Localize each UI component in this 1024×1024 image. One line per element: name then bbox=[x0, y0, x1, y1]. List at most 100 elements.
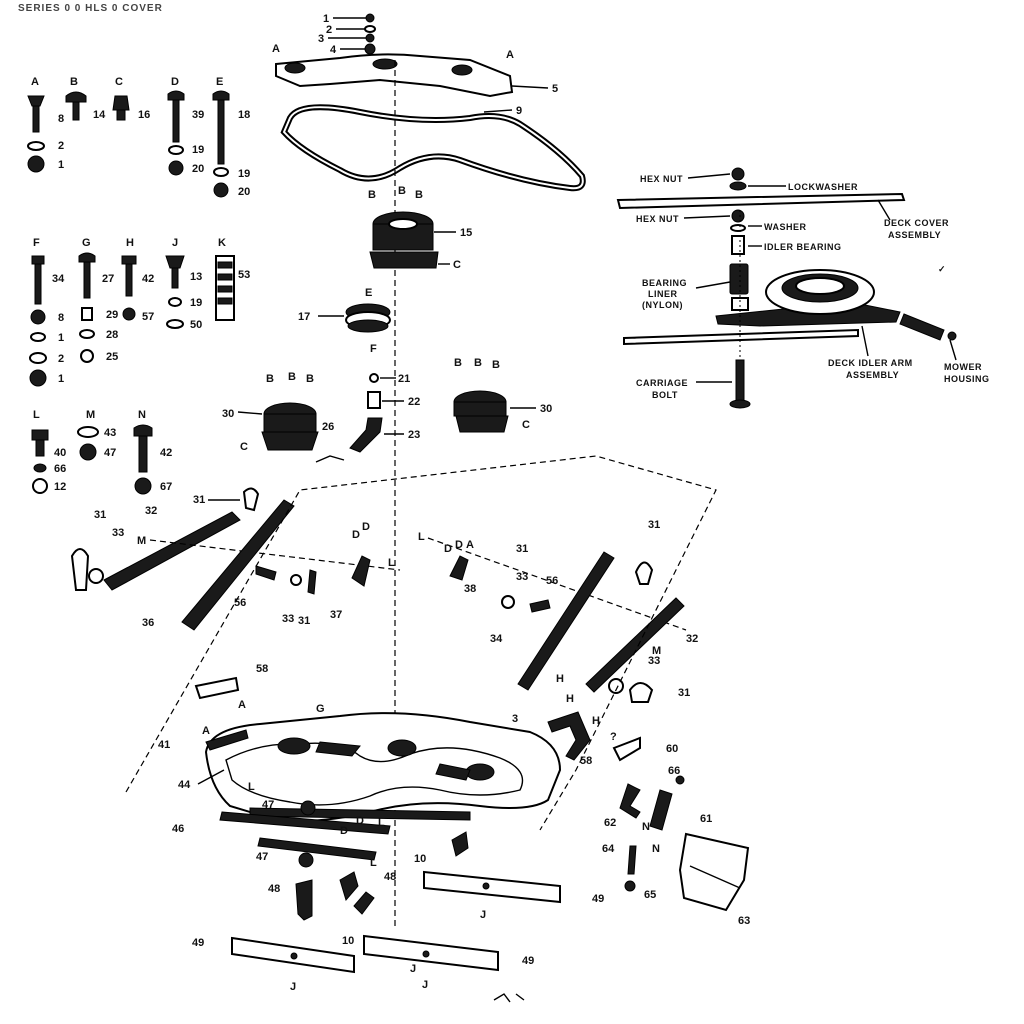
right-linkage: L D D A 38 31 33 56 34 32 M 31 33 31 H H… bbox=[418, 519, 698, 767]
mower-deck-shell bbox=[204, 712, 562, 822]
callout-34: 34 bbox=[490, 633, 503, 645]
inset-carriage-bolt-2: BOLT bbox=[652, 390, 678, 400]
washer-icon bbox=[77, 426, 99, 438]
washer-icon bbox=[29, 352, 47, 364]
callout-48: 48 bbox=[384, 871, 396, 883]
callout-j: J bbox=[480, 909, 486, 921]
deck-outline bbox=[125, 455, 717, 831]
nut-icon bbox=[29, 369, 47, 387]
callout-49: 49 bbox=[192, 937, 204, 949]
callout-h: H bbox=[592, 715, 600, 727]
leader-line bbox=[695, 281, 731, 289]
key-num-67: 67 bbox=[160, 481, 172, 493]
washer-icon bbox=[166, 319, 184, 329]
callout-2: 2 bbox=[326, 24, 332, 36]
callout-22: 22 bbox=[408, 396, 420, 408]
leader-line bbox=[687, 173, 731, 179]
inset-bearing-liner-3: (NYLON) bbox=[642, 300, 683, 310]
callout-b: B bbox=[492, 359, 500, 371]
pulley-15-body bbox=[372, 223, 434, 251]
callout-h: H bbox=[556, 673, 564, 685]
bracket-37 bbox=[351, 555, 371, 587]
washer-icon bbox=[27, 141, 45, 151]
key-num-42: 42 bbox=[142, 273, 154, 285]
callout-32: 32 bbox=[145, 505, 157, 517]
callout-31: 31 bbox=[678, 687, 690, 699]
idler-spring bbox=[899, 313, 945, 341]
key-num-66: 66 bbox=[54, 463, 66, 475]
key-num-20b: 20 bbox=[238, 186, 250, 198]
deck-cover-bar bbox=[616, 192, 906, 210]
key-num-13: 13 bbox=[190, 271, 202, 283]
callout-31: 31 bbox=[648, 519, 660, 531]
bracket-38 bbox=[449, 555, 469, 581]
callout-48: 48 bbox=[268, 883, 280, 895]
key-num-50: 50 bbox=[190, 319, 202, 331]
idler-stack: F 21 22 23 26 bbox=[315, 343, 420, 463]
callout-j: J bbox=[410, 963, 416, 975]
link-rod-32 bbox=[103, 511, 241, 591]
callout-41: 41 bbox=[158, 739, 170, 751]
bolt-n-icon bbox=[133, 424, 153, 473]
callout-b: B bbox=[454, 357, 462, 369]
callout-l: L bbox=[418, 531, 425, 543]
key-num-19c: 19 bbox=[190, 297, 202, 309]
nut-47 bbox=[300, 800, 316, 816]
callout-n: N bbox=[642, 821, 650, 833]
callout-60-h: ? bbox=[610, 731, 617, 743]
callout-44: 44 bbox=[178, 779, 191, 791]
idler-bearing-icon bbox=[731, 235, 745, 255]
callout-56: 56 bbox=[546, 575, 558, 587]
deck-bracket bbox=[315, 741, 361, 757]
nut-icon bbox=[365, 33, 375, 43]
leader-line bbox=[861, 325, 869, 357]
callout-31: 31 bbox=[94, 509, 106, 521]
key-num-43: 43 bbox=[104, 427, 116, 439]
link-rod-36 bbox=[181, 499, 295, 631]
rod-46 bbox=[219, 811, 391, 835]
key-letter-d: D bbox=[171, 76, 179, 88]
nut-47 bbox=[298, 852, 314, 868]
key-letter-c: C bbox=[115, 76, 123, 88]
scan-mark bbox=[493, 993, 525, 1003]
leader-line bbox=[683, 215, 731, 219]
bolt-c-icon bbox=[112, 95, 130, 121]
callout-49: 49 bbox=[592, 893, 604, 905]
callout-d: D bbox=[455, 539, 463, 551]
callout-30: 30 bbox=[222, 408, 234, 420]
nut-icon bbox=[27, 155, 45, 173]
callout-63: 63 bbox=[738, 915, 750, 927]
callout-4: 4 bbox=[330, 44, 337, 56]
bolt-g-icon bbox=[78, 252, 96, 299]
pulley-hub bbox=[388, 218, 418, 230]
arm-23 bbox=[349, 417, 383, 453]
inset-lockwasher: LOCKWASHER bbox=[788, 182, 858, 192]
callout-33: 33 bbox=[112, 527, 124, 539]
hanger-48b bbox=[339, 871, 359, 902]
washer-33 bbox=[88, 568, 104, 584]
washer-icon bbox=[30, 332, 46, 342]
callout-a-left: A bbox=[272, 43, 280, 55]
blade-hole bbox=[482, 882, 490, 890]
inset-carriage-bolt-1: CARRIAGE bbox=[636, 378, 688, 388]
washer-33 bbox=[608, 678, 624, 694]
deflector-63 bbox=[678, 832, 750, 912]
callout-b: B bbox=[288, 371, 296, 383]
bolt-h-icon bbox=[121, 255, 137, 297]
cover-hole bbox=[451, 64, 473, 76]
inset-bearing-liner-2: LINER bbox=[648, 289, 678, 299]
callout-l: L bbox=[378, 817, 385, 829]
nut-icon bbox=[369, 373, 379, 383]
adapter-10b bbox=[451, 831, 469, 857]
nut-icon bbox=[80, 349, 94, 363]
callout-d: D bbox=[340, 825, 348, 837]
key-num-19b: 19 bbox=[238, 168, 250, 180]
drive-belt-inner bbox=[282, 106, 584, 190]
callout-c: C bbox=[522, 419, 530, 431]
callout-9: 9 bbox=[516, 105, 522, 117]
hex-nut-icon bbox=[731, 209, 745, 223]
inset-hex-nut-1: HEX NUT bbox=[640, 174, 683, 184]
inset-hex-nut-2: HEX NUT bbox=[636, 214, 679, 224]
callout-d: D bbox=[356, 815, 364, 827]
inset-mower-housing-1: MOWER bbox=[944, 362, 982, 372]
